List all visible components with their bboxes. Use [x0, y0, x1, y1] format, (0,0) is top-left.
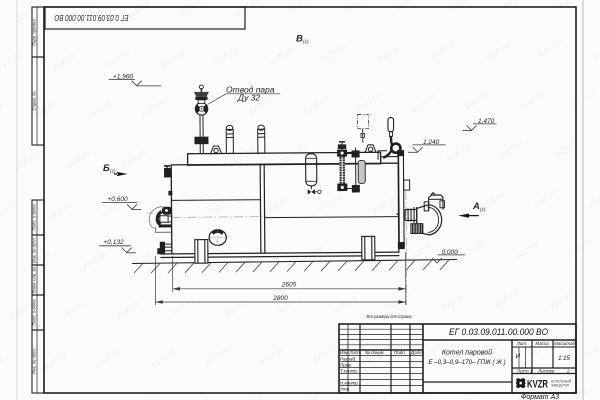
- svg-text:+1,960: +1,960: [113, 73, 133, 80]
- svg-text:Изм Лист: Изм Лист: [340, 350, 361, 355]
- svg-text:Перв. примен.: Перв. примен.: [32, 18, 37, 46]
- svg-text:ЕГ 0.03.09.011.00.000 ВО: ЕГ 0.03.09.011.00.000 ВО: [449, 327, 548, 337]
- svg-text:0,000: 0,000: [442, 249, 459, 256]
- svg-text:2: 2: [566, 369, 570, 374]
- svg-text:ЗАВОД РЭР: ЗАВОД РЭР: [551, 384, 570, 388]
- svg-text:+0,600: +0,600: [108, 196, 128, 203]
- svg-text:Разраб.: Разраб.: [340, 357, 356, 362]
- svg-text:KVZR: KVZR: [527, 379, 548, 391]
- svg-text:Утв.: Утв.: [340, 387, 350, 392]
- svg-text:Инв. № подл.: Инв. № подл.: [32, 348, 37, 374]
- svg-text:Листов: Листов: [537, 369, 555, 374]
- svg-text:Инв. № дубл.: Инв. № дубл.: [32, 237, 37, 263]
- svg-text:Формат А3: Формат А3: [521, 394, 559, 400]
- svg-text:Подп. и дата: Подп. и дата: [32, 299, 37, 326]
- svg-text:Т.контр.: Т.контр.: [340, 369, 358, 374]
- svg-text:Е –0,3–0,9–170– ГПЖ ( Ж ): Е –0,3–0,9–170– ГПЖ ( Ж ): [428, 359, 505, 366]
- svg-text:1,470: 1,470: [478, 118, 495, 125]
- svg-text:Лист: Лист: [516, 369, 529, 374]
- svg-text:1,240: 1,240: [423, 139, 440, 146]
- svg-text:Масса: Масса: [535, 341, 549, 346]
- svg-text:Все размеры для справок: Все размеры для справок: [367, 314, 413, 319]
- svg-text:(1): (1): [303, 39, 309, 44]
- svg-text:Пров.: Пров.: [340, 363, 352, 368]
- svg-text:Подп.: Подп.: [394, 350, 406, 355]
- svg-text:Масштаб: Масштаб: [554, 341, 575, 346]
- svg-text:Н.контр.: Н.контр.: [340, 381, 359, 386]
- svg-text:Взам. инв. №: Взам. инв. №: [32, 267, 37, 293]
- svg-text:№ докум.: № докум.: [365, 350, 385, 355]
- svg-text:В: В: [296, 34, 303, 45]
- svg-text:ЕГ 0.03.09.011.00.000 ВО: ЕГ 0.03.09.011.00.000 ВО: [55, 13, 129, 22]
- svg-text:Лит.: Лит.: [516, 341, 528, 346]
- svg-text:КОТЕЛЬНЫЙ: КОТЕЛЬНЫЙ: [551, 380, 572, 384]
- svg-text:2605: 2605: [281, 282, 297, 289]
- svg-text:Котел паровой: Котел паровой: [442, 349, 492, 357]
- svg-text:2800: 2800: [272, 295, 288, 302]
- svg-text:Справ. №: Справ. №: [32, 91, 37, 110]
- svg-text:А: А: [472, 201, 480, 212]
- svg-text:1: 1: [530, 369, 533, 374]
- svg-text:Подп. и дата: Подп. и дата: [32, 204, 37, 231]
- svg-text:И: И: [516, 353, 521, 360]
- svg-text:(1): (1): [110, 169, 116, 174]
- svg-text:Ду 32: Ду 32: [237, 93, 260, 103]
- svg-text:+0,132: +0,132: [104, 239, 124, 246]
- svg-text:1:15: 1:15: [558, 356, 570, 362]
- svg-text:Отвод пара: Отвод пара: [226, 84, 275, 94]
- svg-text:Дата: Дата: [410, 350, 423, 355]
- svg-text:(1): (1): [480, 207, 486, 212]
- svg-text:Б: Б: [103, 163, 110, 174]
